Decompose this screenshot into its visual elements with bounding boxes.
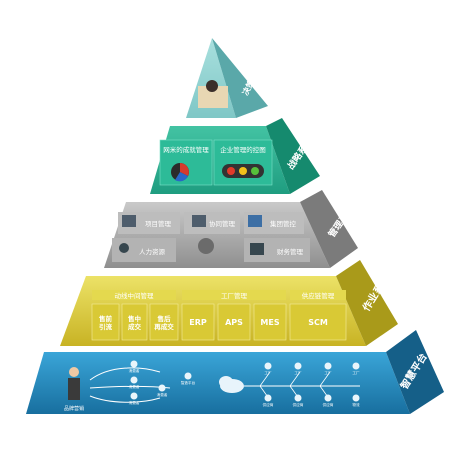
platform-node-icon [324,394,332,402]
executive-icon [206,80,218,92]
network-lines [89,367,360,403]
layer-strategic: 网米的成就管理 企业管理的控图 战略系统 [150,118,320,194]
mgmt-item-2: 协同管理 [209,219,236,228]
operation-cell-box [217,303,251,341]
platform-node-label: 工厂 [264,371,272,375]
platform-node-icon [264,362,272,370]
platform-node-label: 供应商 [323,402,334,407]
platform-node-label: 消费者 [157,392,168,397]
op-group-1: 动线中间管理 [115,291,155,300]
layer-management: 项目管理 协同管理 集团管控 人力资源 财务管理 管理系统 [104,190,358,268]
platform-node-label: 工厂 [294,371,302,375]
mgmt-item-1: 项目管理 [145,219,172,228]
hr-icon [119,243,129,253]
strategic-item-2: 企业管理的控图 [220,145,266,154]
platform-node-icon [264,394,272,402]
executive-desk-icon [198,86,228,108]
operation-cell-label: APS [225,318,243,327]
platform-left-caption: 品牌营销 [64,405,84,412]
platform-node-icon [324,362,332,370]
op-group-3: 供应链管理 [302,291,335,300]
platform-node-icon [130,376,138,384]
cloud-icon [219,376,244,393]
layer-platform: 品牌营销 消费者消费者消费者消费者智造平台工厂工厂工厂工厂供应商供应商供应商物流… [26,330,444,414]
collaboration-icon [192,215,206,227]
traffic-light-icon [222,164,264,178]
operation-cell-label: MES [260,318,279,327]
platform-nodes: 消费者消费者消费者消费者智造平台工厂工厂工厂工厂供应商供应商供应商物流 [129,360,360,407]
layer-decision: 决策系统 [186,38,268,118]
platform-node-icon [130,392,138,400]
project-icon [122,215,136,227]
operation-cell-box [149,303,179,341]
group-control-icon [248,215,262,227]
operation-cell-box [121,303,148,341]
platform-node-label: 物流 [352,402,360,407]
platform-node-label: 供应商 [263,402,274,407]
platform-node-label: 工厂 [352,371,360,375]
mgmt-item-5: 财务管理 [277,247,304,256]
finance-icon [250,243,264,255]
platform-node-label: 工厂 [324,371,332,375]
pie-chart-icon [171,163,189,182]
operation-cell-label: 售后再成交 [154,314,174,331]
platform-node-icon [130,360,138,368]
platform-node-icon [184,372,192,380]
operation-cell-label: 售中成交 [128,314,142,331]
platform-node-label: 消费者 [129,400,140,405]
operation-cell-label: ERP [189,318,207,327]
operation-cell-box [289,303,347,341]
op-group-2: 工厂管理 [221,291,248,300]
platform-node-icon [294,362,302,370]
platform-node-label: 消费者 [129,368,140,373]
platform-node-icon [158,384,166,392]
mgmt-item-4: 人力资源 [139,247,166,256]
operation-cell-box [91,303,120,341]
platform-node-icon [294,394,302,402]
platform-node-icon [352,394,360,402]
person-icon [198,238,214,254]
business-person-icon [68,367,80,400]
operation-cell-box [253,303,287,341]
strategic-item-1: 网米的成就管理 [163,145,209,154]
platform-node-label: 智造平台 [181,380,196,385]
operation-cell-box [181,303,215,341]
operation-cell-label: SCM [308,318,328,327]
platform-node-label: 消费者 [129,384,140,389]
platform-node-label: 供应商 [293,402,304,407]
mgmt-item-3: 集团管控 [270,219,297,228]
operation-cell-label: 售前引流 [99,314,113,331]
platform-node-icon [352,362,360,370]
